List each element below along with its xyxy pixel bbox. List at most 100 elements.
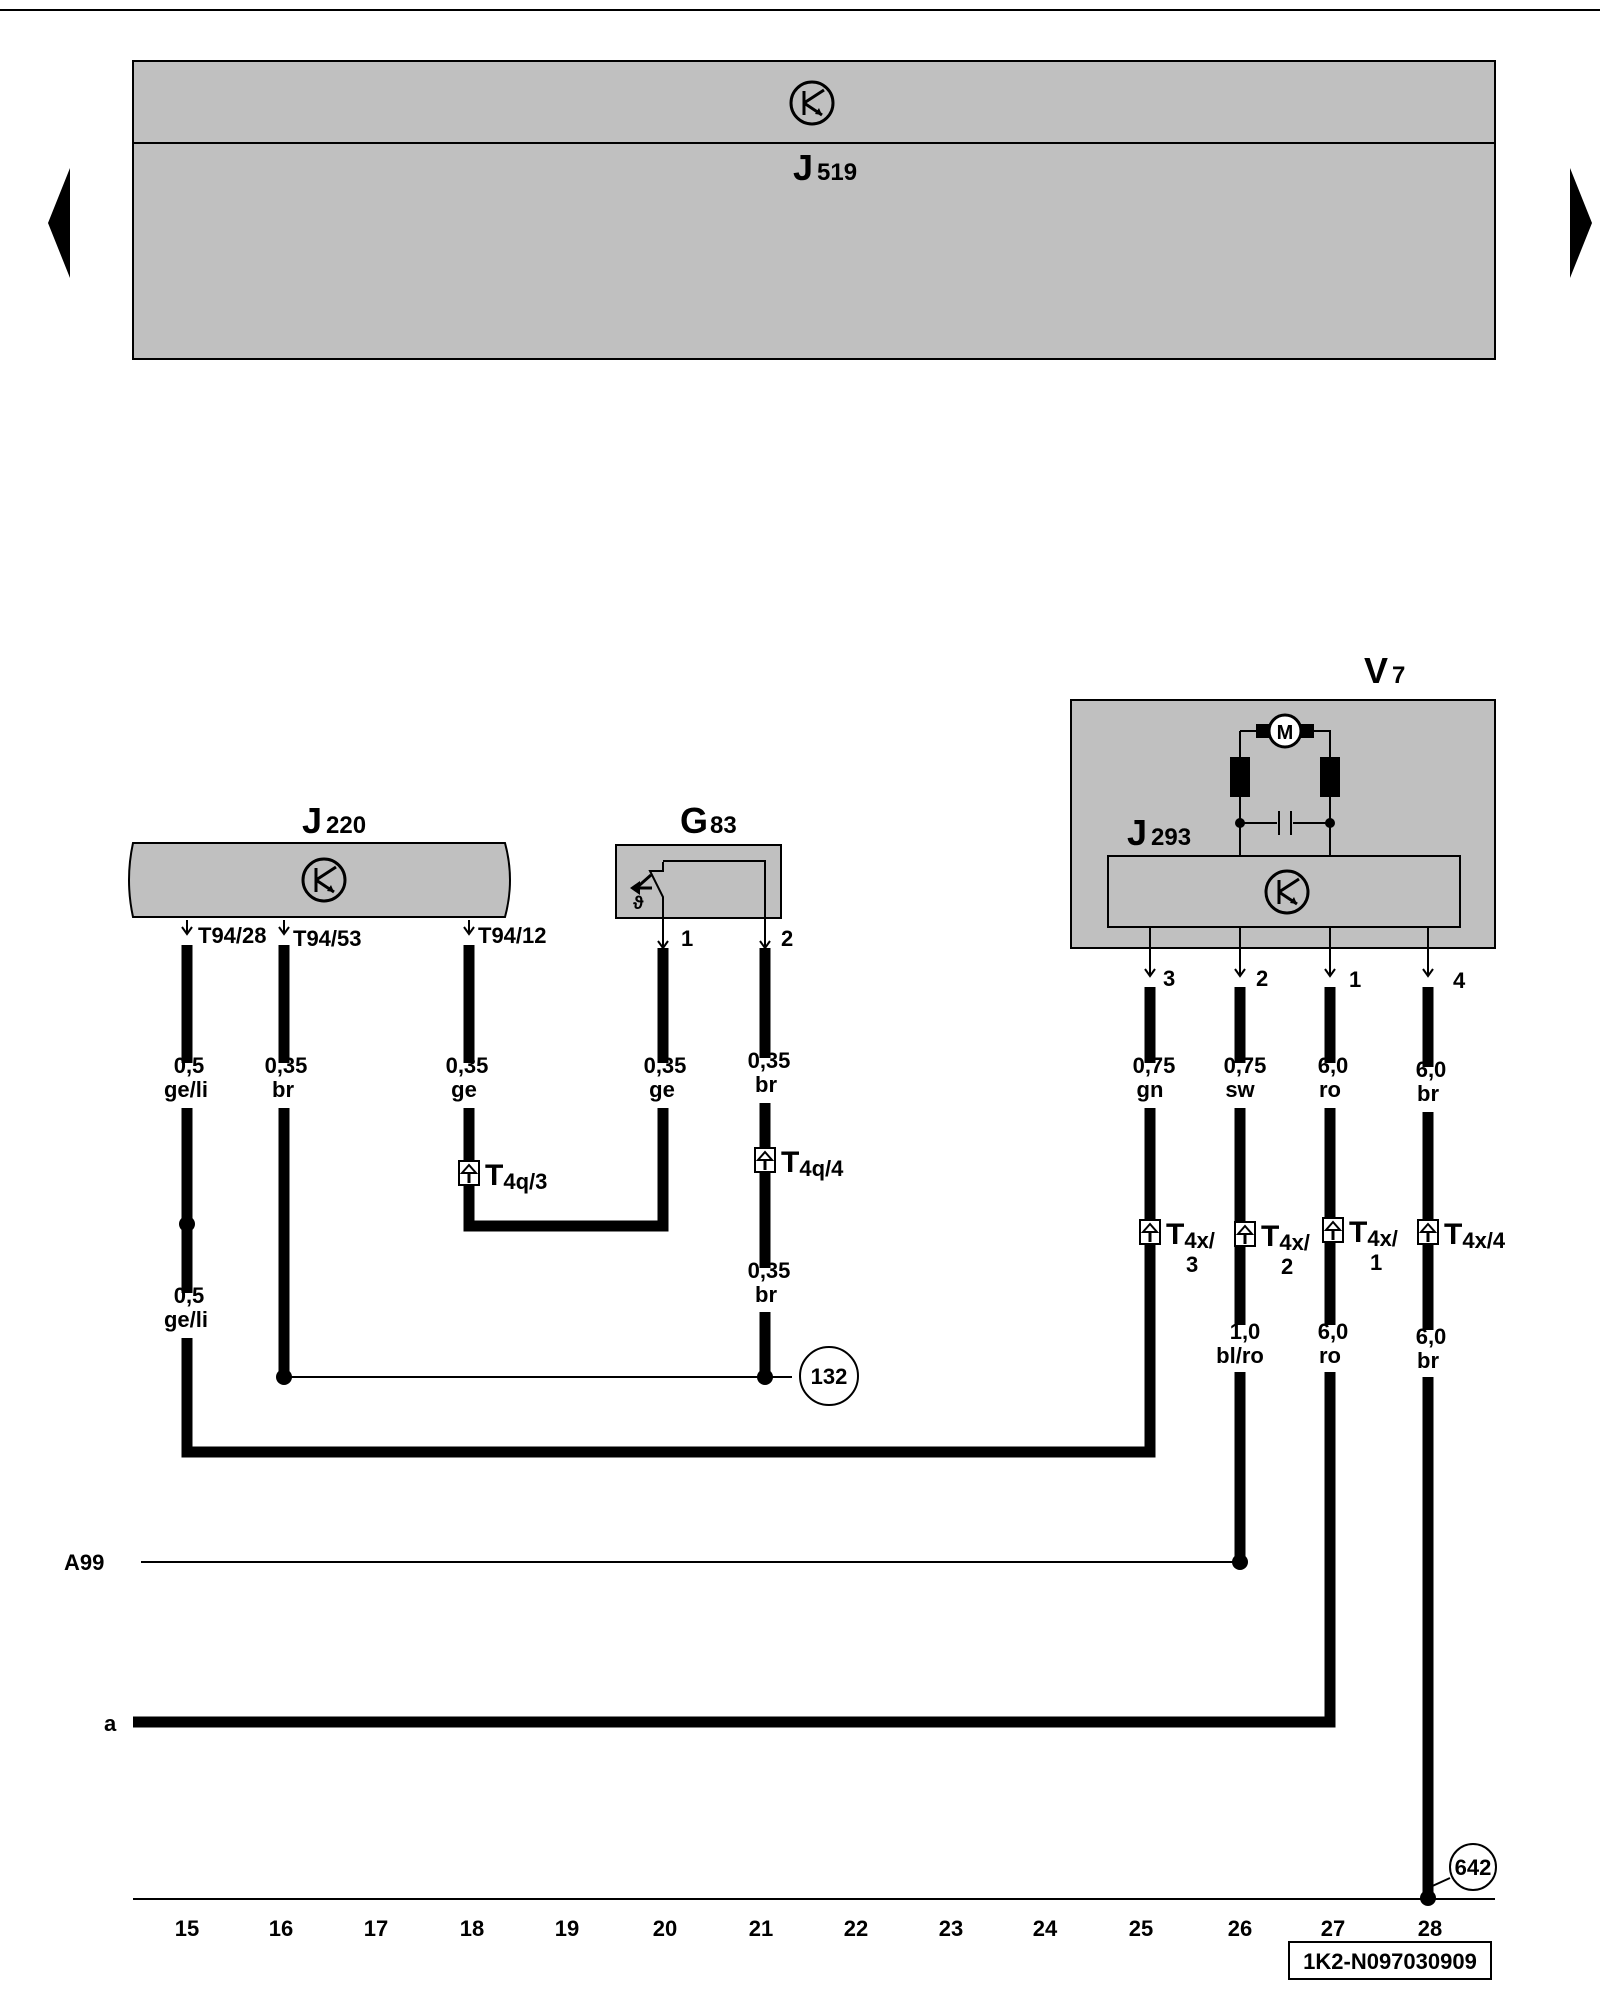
wires (133, 945, 1434, 1896)
svg-text:ro: ro (1319, 1343, 1341, 1368)
wire-15-to-25 (181, 1338, 1156, 1458)
svg-text:ro: ro (1319, 1077, 1341, 1102)
junction-dot (757, 1369, 773, 1385)
connector-icon (753, 1146, 777, 1174)
svg-text:ge/li: ge/li (164, 1307, 208, 1332)
svg-text:0,35: 0,35 (265, 1053, 308, 1078)
svg-text:br: br (755, 1282, 777, 1307)
temperature-switch-icon: ϑ (630, 860, 766, 936)
right-triangle-icon[interactable] (1570, 168, 1592, 278)
svg-text:bl/ro: bl/ro (1216, 1343, 1264, 1368)
connector-t4q4: T4q/4 (753, 1146, 844, 1181)
connector-t4x2: T4x/ 2 (1233, 1220, 1310, 1279)
connector-icon (1321, 1216, 1345, 1244)
svg-text:br: br (1417, 1348, 1439, 1373)
motor-circuit: M (1230, 713, 1340, 856)
column-number: 18 (460, 1916, 484, 1941)
pin-label: T94/53 (293, 926, 362, 951)
ref-642-line (1427, 1877, 1451, 1889)
svg-text:0,75: 0,75 (1133, 1053, 1176, 1078)
connector-icon (1233, 1220, 1257, 1248)
svg-text:6,0: 6,0 (1416, 1057, 1447, 1082)
svg-text:0,35: 0,35 (748, 1048, 791, 1073)
junction-dot (276, 1369, 292, 1385)
connector-icon (1138, 1218, 1162, 1246)
svg-text:T4q/3: T4q/3 (485, 1159, 547, 1194)
svg-text:T4x/: T4x/ (1261, 1220, 1310, 1255)
svg-text:6,0: 6,0 (1416, 1324, 1447, 1349)
reference-642[interactable]: 642 (1449, 1843, 1497, 1891)
svg-text:2: 2 (1281, 1254, 1293, 1279)
svg-text:T4q/4: T4q/4 (781, 1146, 844, 1181)
svg-text:0,35: 0,35 (644, 1053, 687, 1078)
svg-text:6,0: 6,0 (1318, 1053, 1349, 1078)
connector-icon (457, 1159, 481, 1187)
component-g83: G83 ϑ (615, 800, 782, 936)
pin-label: 2 (781, 926, 793, 951)
pin-label: 2 (1256, 966, 1268, 991)
svg-text:sw: sw (1225, 1077, 1255, 1102)
svg-text:0,35: 0,35 (446, 1053, 489, 1078)
svg-text:T4x/: T4x/ (1166, 1218, 1215, 1253)
pin-label: T94/12 (478, 923, 547, 948)
pin-label: T94/28 (198, 923, 267, 948)
connector-t4x1: T4x/ 1 (1321, 1216, 1398, 1275)
column-number: 19 (555, 1916, 579, 1941)
junction-dot (1232, 1554, 1248, 1570)
column-number: 25 (1129, 1916, 1153, 1941)
svg-text:br: br (1417, 1081, 1439, 1106)
svg-text:ϑ: ϑ (633, 893, 644, 913)
reference-132[interactable]: 132 (799, 1346, 859, 1406)
left-triangle-icon[interactable] (48, 168, 70, 278)
svg-text:0,75: 0,75 (1224, 1053, 1267, 1078)
pin-label: 1 (1349, 967, 1361, 992)
component-j293 (1107, 855, 1461, 928)
column-number: 15 (175, 1916, 199, 1941)
svg-text:6,0: 6,0 (1318, 1319, 1349, 1344)
svg-text:gn: gn (1137, 1077, 1164, 1102)
svg-text:1: 1 (1370, 1250, 1382, 1275)
wire-27-to-a (133, 1372, 1336, 1728)
svg-text:132: 132 (811, 1364, 848, 1389)
svg-text:1,0: 1,0 (1230, 1319, 1261, 1344)
pin-label: 4 (1453, 968, 1466, 993)
column-number: 20 (653, 1916, 677, 1941)
column-number: 24 (1033, 1916, 1058, 1941)
column-number: 28 (1418, 1916, 1442, 1941)
svg-text:ge/li: ge/li (164, 1077, 208, 1102)
svg-text:T4x/: T4x/ (1349, 1216, 1398, 1251)
component-label: G83 (680, 800, 737, 841)
svg-text:T4x/4: T4x/4 (1444, 1218, 1506, 1253)
svg-text:0,35: 0,35 (748, 1258, 791, 1283)
svg-text:M: M (1277, 722, 1294, 744)
svg-text:br: br (755, 1072, 777, 1097)
junction-dot (179, 1216, 195, 1232)
svg-text:ge: ge (649, 1077, 675, 1102)
column-number: 23 (939, 1916, 963, 1941)
pin-label: 3 (1163, 966, 1175, 991)
svg-text:0,5: 0,5 (174, 1283, 205, 1308)
pin-label: 1 (681, 926, 693, 951)
svg-text:br: br (272, 1077, 294, 1102)
svg-text:ge: ge (451, 1077, 477, 1102)
connector-t4x4: T4x/4 (1416, 1218, 1506, 1253)
svg-text:0,5: 0,5 (174, 1053, 205, 1078)
motor-icon (1267, 713, 1303, 749)
svg-text:3: 3 (1186, 1252, 1198, 1277)
connector-t4x3: T4x/ 3 (1138, 1218, 1215, 1277)
reference-a: a (104, 1711, 117, 1736)
column-number: 16 (269, 1916, 293, 1941)
connector-icon (1416, 1218, 1440, 1246)
column-number: 27 (1321, 1916, 1345, 1941)
column-number: 21 (749, 1916, 773, 1941)
svg-text:642: 642 (1455, 1855, 1492, 1880)
